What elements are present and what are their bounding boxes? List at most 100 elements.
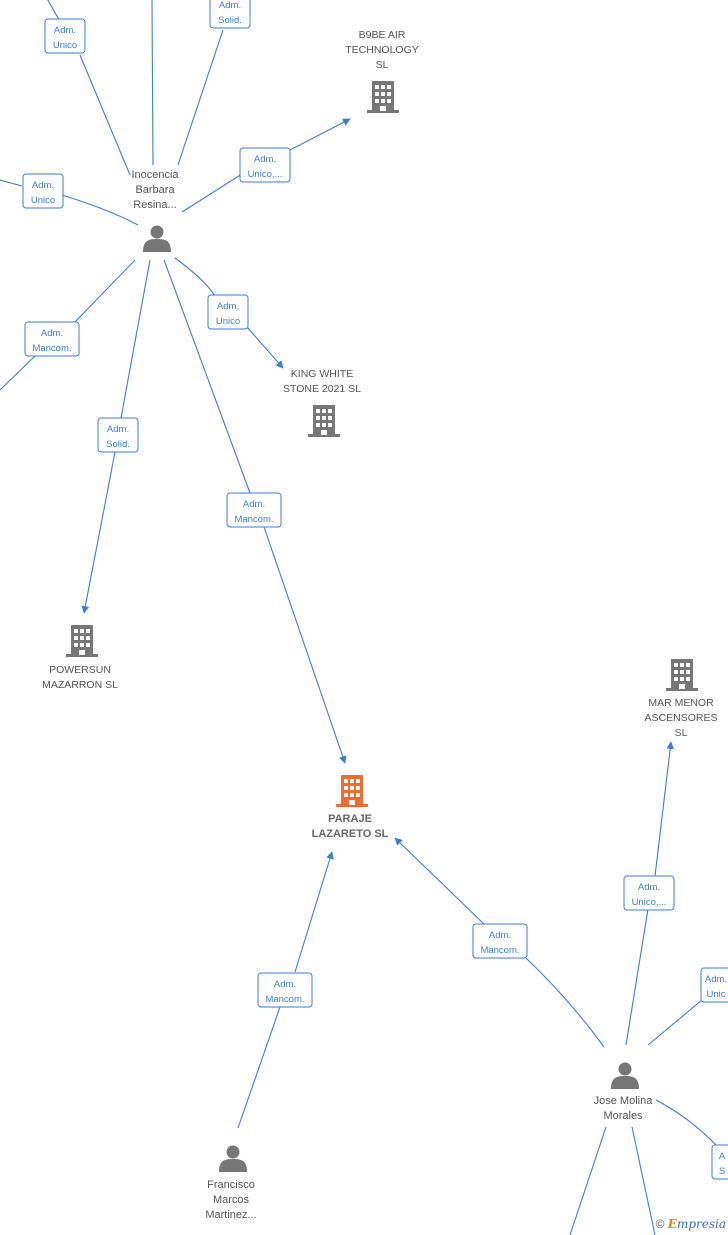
edge-line	[631, 1126, 656, 1235]
edge-label[interactable]: Adm.Solid.	[209, 0, 251, 29]
edge-line	[654, 741, 675, 877]
node-label: POWERSUN	[49, 664, 111, 676]
node-label: MAR MENOR	[648, 697, 714, 709]
edge-line	[524, 956, 605, 1048]
edge-label-text: Mancom.	[265, 994, 304, 1005]
edge-label[interactable]: Adm.Mancom.	[24, 321, 80, 357]
edge-line	[74, 259, 136, 323]
edge-label-box	[623, 875, 675, 911]
edge-label[interactable]: Adm.Mancom.	[257, 972, 313, 1008]
edge-line	[163, 259, 251, 494]
edge-label-text: Mancom.	[32, 343, 71, 354]
building-icon	[66, 625, 98, 657]
edge-label-box	[711, 1144, 728, 1180]
edge-line	[263, 526, 347, 764]
edge-label-box	[472, 923, 528, 959]
edge-label-box	[226, 492, 282, 528]
node-label: SL	[675, 727, 688, 739]
edge-label-text: Adm.	[217, 301, 239, 312]
person-icon	[219, 1145, 247, 1172]
edge-line	[61, 194, 139, 226]
node-paraje[interactable]: PARAJE LAZARETO SL	[312, 775, 389, 840]
node-inocencia[interactable]: InocenciaBarbaraResina...	[131, 169, 179, 252]
node-label: PARAJE	[328, 813, 372, 825]
edge-label-text: Adm.	[489, 930, 511, 941]
edge-label[interactable]: AS	[711, 1144, 728, 1180]
edge-line	[625, 908, 649, 1046]
edge-line	[246, 326, 284, 369]
node-label: LAZARETO SL	[312, 828, 389, 840]
edge-label-box	[22, 173, 64, 209]
edge-label-text: Unico	[31, 195, 55, 206]
edge-line	[0, 355, 36, 391]
edge-label[interactable]: Adm.Unico	[44, 18, 86, 54]
building-icon	[336, 775, 368, 807]
edge-label[interactable]: Adm.Unic	[700, 967, 728, 1003]
edge-line	[174, 257, 216, 297]
edge-label[interactable]: Adm.Solid.	[97, 417, 139, 453]
edge-label-text: Unico,...	[632, 897, 667, 908]
edge-label-text: Mancom.	[480, 945, 519, 956]
edge-label[interactable]: Adm. Mancom.	[226, 492, 282, 528]
node-label: B9BE AIR	[359, 29, 406, 41]
node-label: Martinez...	[205, 1209, 256, 1221]
edge-label-box	[239, 147, 291, 183]
node-label: Morales	[603, 1110, 643, 1122]
edge-label-box	[44, 18, 86, 54]
edge-label-text: Adm.	[107, 424, 129, 435]
edge-label-text: Unic	[706, 989, 725, 1000]
edge-line	[181, 171, 246, 213]
edge-label-text: Adm.	[219, 0, 241, 11]
node-label: KING WHITE	[291, 368, 353, 380]
edge-line	[0, 179, 23, 187]
edge-label-box	[24, 321, 80, 357]
node-label: STONE 2021 SL	[283, 383, 361, 395]
node-label: Inocencia	[131, 169, 179, 181]
edge-label[interactable]: Adm.Unico	[207, 294, 249, 330]
brand-logo-letter: E	[667, 1217, 677, 1231]
person-icon	[143, 225, 171, 252]
edge-label-text: Adm.	[243, 499, 265, 510]
node-label: SL	[376, 59, 389, 71]
edge-label[interactable]: Adm. Unico,...	[623, 875, 675, 911]
edge-label[interactable]: Adm.Unico,...	[239, 147, 291, 183]
node-label: Marcos	[213, 1194, 250, 1206]
edge-label-text: Adm.	[254, 154, 276, 165]
node-kingwhite[interactable]: KING WHITE STONE 2021 SL	[283, 368, 361, 437]
building-icon	[367, 81, 399, 113]
edge-line	[177, 29, 224, 166]
node-marmenor[interactable]: MAR MENOR ASCENSORES SL	[645, 659, 718, 739]
edge-label-text: Mancom.	[234, 514, 273, 525]
node-francisco[interactable]: FranciscoMarcosMartinez...	[205, 1145, 257, 1222]
edge-label-box	[257, 972, 313, 1008]
edge-line	[289, 118, 351, 151]
edge-line	[647, 999, 703, 1046]
node-label: TECHNOLOGY	[345, 44, 419, 56]
edge-label-box	[207, 294, 249, 330]
person-icon	[611, 1062, 639, 1089]
node-label: Francisco	[207, 1179, 255, 1191]
edge-label-box	[700, 967, 728, 1003]
copyright-symbol: ©	[655, 1217, 665, 1231]
edge-line	[237, 1006, 281, 1129]
edge-line	[120, 259, 151, 419]
empresia-brand[interactable]: © Empresia	[656, 1217, 726, 1231]
edge-label-text: Adm.	[638, 882, 660, 893]
edge-line	[569, 1126, 607, 1235]
edge-line	[151, 0, 154, 166]
edge-line	[81, 451, 116, 614]
node-label: Barbara	[135, 184, 175, 196]
edge-label[interactable]: Adm. Unico	[22, 173, 64, 209]
edge-label[interactable]: Adm. Mancom.	[472, 923, 528, 959]
node-label: ASCENSORES	[645, 712, 718, 724]
node-b9be[interactable]: B9BE AIR TECHNOLOGY SL	[345, 29, 419, 113]
edge-label-text: Adm.	[54, 25, 76, 36]
edge-label-box	[209, 0, 251, 29]
edge-label-text: Adm.	[32, 180, 54, 191]
edge-label-text: A	[719, 1151, 726, 1162]
